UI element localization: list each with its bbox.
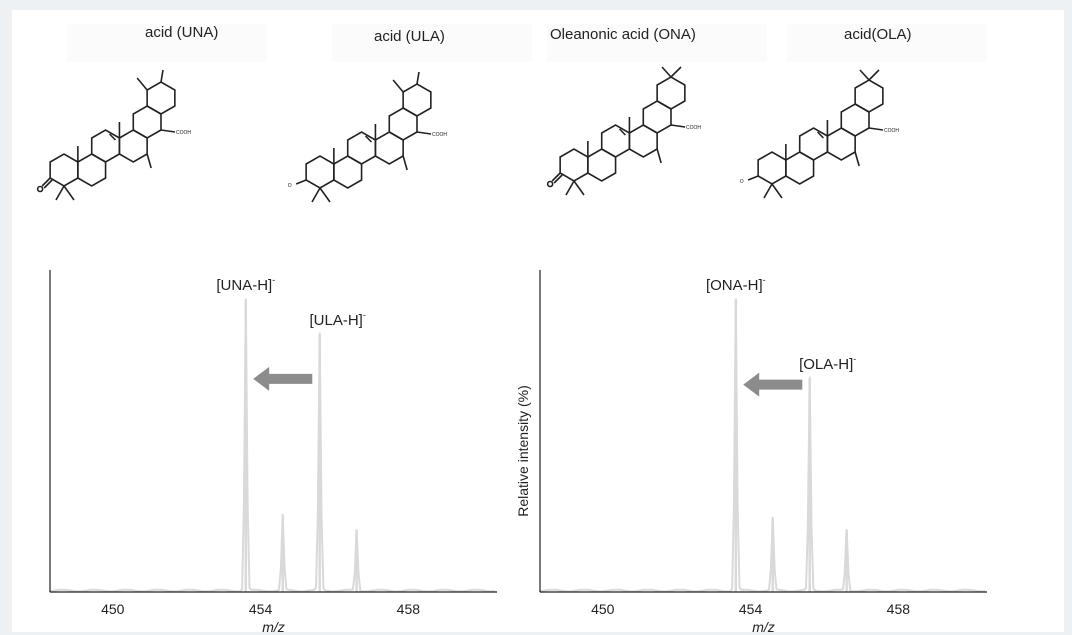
methyl bbox=[565, 180, 575, 196]
structure-label-ona: Oleanonic acid (ONA) bbox=[550, 26, 696, 43]
annotation-sup: - bbox=[363, 310, 366, 320]
methyl bbox=[319, 187, 331, 203]
ketone-bond bbox=[553, 174, 563, 184]
y-axis-label: Relative intensity (%) bbox=[515, 385, 531, 517]
ring bbox=[798, 127, 829, 161]
hydroxyl-label: HO bbox=[288, 183, 292, 189]
ring bbox=[559, 148, 589, 182]
ring bbox=[305, 155, 335, 189]
cooh-label: COOH bbox=[432, 132, 447, 138]
ketone-bond bbox=[551, 172, 561, 182]
methyl bbox=[656, 148, 662, 164]
structure-label-ula: acid (ULA) bbox=[374, 28, 445, 45]
methyl bbox=[868, 69, 880, 81]
methyl bbox=[55, 185, 65, 201]
double-bond bbox=[816, 131, 824, 139]
skeleton bbox=[36, 69, 176, 201]
ring bbox=[402, 83, 432, 117]
x-axis-label: m/z bbox=[262, 619, 285, 632]
carboxyl-bond bbox=[160, 129, 176, 133]
spectrum-trace bbox=[49, 298, 496, 593]
methyl bbox=[311, 187, 321, 203]
ring bbox=[600, 124, 631, 158]
hydroxyl-bond bbox=[295, 179, 307, 185]
spectrum-left: 450 454 458 m/z [UNA-H]- [ULA-H]- bbox=[49, 270, 497, 632]
shift-arrow bbox=[253, 366, 313, 391]
ring bbox=[757, 151, 787, 185]
methyl bbox=[416, 71, 420, 85]
oxygen bbox=[36, 185, 44, 193]
peak-annotation-1: [ULA-H]- bbox=[310, 310, 366, 329]
peak-annotation-1: [OLA-H]- bbox=[799, 354, 856, 373]
methyl bbox=[392, 79, 404, 93]
peak-annotation-0: [ONA-H]- bbox=[706, 275, 766, 294]
skeleton bbox=[295, 71, 432, 203]
methyl bbox=[573, 180, 585, 196]
oxygen bbox=[546, 180, 554, 188]
methyl bbox=[771, 183, 783, 199]
label-box bbox=[332, 24, 532, 62]
ketone-bond bbox=[43, 179, 53, 189]
molecule-ola: COOH HO bbox=[740, 69, 899, 199]
methyl bbox=[670, 66, 682, 78]
x-tick-458: 458 bbox=[397, 601, 421, 617]
methyl bbox=[146, 153, 152, 169]
label-box bbox=[547, 24, 767, 62]
methyl bbox=[859, 69, 870, 81]
double-bond bbox=[618, 128, 626, 136]
ring bbox=[90, 129, 121, 163]
ring bbox=[146, 81, 176, 115]
label-box bbox=[67, 24, 267, 62]
annotation-sup: - bbox=[763, 275, 766, 285]
methyl bbox=[763, 183, 773, 199]
ring bbox=[656, 76, 686, 110]
methyl bbox=[63, 185, 75, 201]
double-bond bbox=[108, 133, 116, 141]
molecule-una: COOH bbox=[36, 69, 191, 201]
spectrum-trace bbox=[539, 298, 986, 593]
hydroxyl-bond bbox=[747, 175, 759, 181]
carboxyl-bond bbox=[416, 131, 432, 135]
cooh-label: COOH bbox=[884, 128, 899, 134]
shift-arrow bbox=[743, 372, 803, 397]
peak-annotation-0: [UNA-H]- bbox=[216, 275, 275, 294]
annotation-sup: - bbox=[272, 275, 275, 285]
cooh-label: COOH bbox=[176, 130, 191, 136]
cooh-label: COOH bbox=[686, 125, 701, 131]
molecule-ona: COOH bbox=[546, 66, 701, 196]
methyl bbox=[160, 69, 164, 83]
ring bbox=[854, 79, 884, 113]
carboxyl-bond bbox=[670, 124, 686, 128]
ring bbox=[346, 131, 377, 165]
structure-label-ola: acid(OLA) bbox=[844, 26, 912, 43]
annotation-sup: - bbox=[853, 354, 856, 364]
molecule-ula: COOH HO bbox=[288, 71, 447, 203]
label-box bbox=[787, 24, 987, 62]
methyl bbox=[402, 155, 408, 171]
x-tick-450: 450 bbox=[101, 601, 125, 617]
x-tick-454: 454 bbox=[739, 601, 763, 617]
x-tick-450: 450 bbox=[591, 601, 615, 617]
ring bbox=[49, 153, 79, 187]
double-bond bbox=[364, 135, 372, 143]
figure-frame: acid (UNA) acid (ULA) Oleanonic acid (ON… bbox=[12, 10, 1064, 632]
ketone-bond bbox=[41, 177, 51, 187]
methyl bbox=[661, 66, 672, 78]
structure-label-una: acid (UNA) bbox=[145, 24, 219, 41]
methyl bbox=[854, 151, 860, 167]
x-tick-458: 458 bbox=[887, 601, 911, 617]
x-tick-454: 454 bbox=[249, 601, 273, 617]
skeleton bbox=[546, 66, 686, 196]
x-axis-label: m/z bbox=[752, 619, 775, 632]
skeleton bbox=[747, 69, 884, 199]
spectrum-right: 450 454 458 m/z Relative intensity (%) [ONA-H… bbox=[515, 270, 987, 632]
methyl bbox=[136, 77, 148, 91]
hydroxyl-label: HO bbox=[740, 179, 744, 185]
carboxyl-bond bbox=[868, 127, 884, 131]
